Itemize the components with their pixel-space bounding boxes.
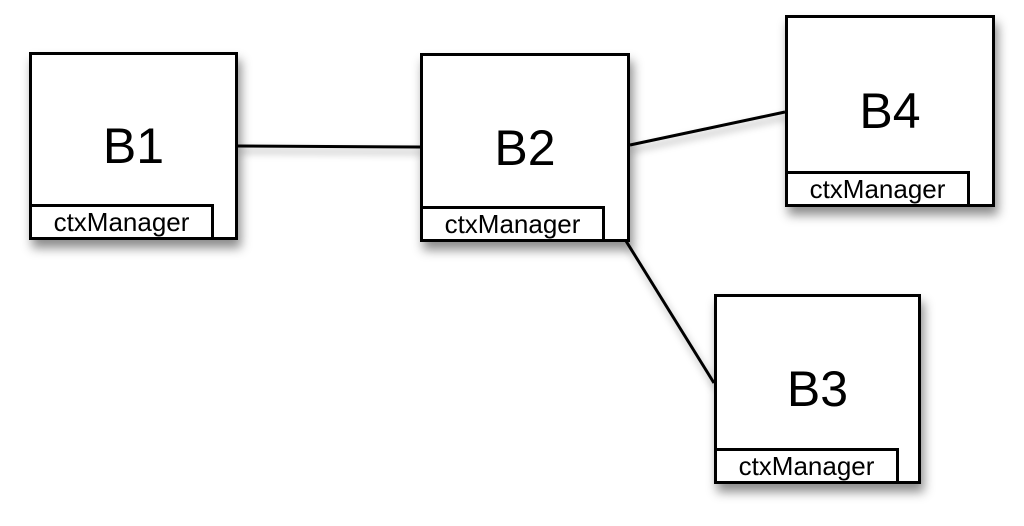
node-b2-ctx-manager-label: ctxManager <box>444 209 581 239</box>
edge-B1-B2 <box>237 144 421 149</box>
node-b1: B1 ctxManager <box>29 52 238 240</box>
node-b4-ctx-manager-label: ctxManager <box>809 174 946 204</box>
node-b2: B2 ctxManager <box>420 53 630 242</box>
node-b4-label: B4 <box>859 83 921 139</box>
node-b4-ctx-manager-box: ctxManager <box>785 171 970 207</box>
node-b1-ctx-manager-label: ctxManager <box>53 207 190 237</box>
node-b4: B4 ctxManager <box>785 15 995 207</box>
node-b2-label: B2 <box>494 119 556 176</box>
node-b3-ctx-manager-box: ctxManager <box>714 448 899 484</box>
node-b1-label: B1 <box>102 118 165 174</box>
node-b3: B3 ctxManager <box>714 294 921 484</box>
node-b1-ctx-manager-box: ctxManager <box>29 204 214 240</box>
edge-B2-B3 <box>624 240 716 384</box>
edge-B2-B4 <box>629 110 786 147</box>
node-b2-ctx-manager-box: ctxManager <box>420 206 605 242</box>
node-b3-ctx-manager-label: ctxManager <box>738 451 875 481</box>
node-b3-label: B3 <box>786 361 849 417</box>
